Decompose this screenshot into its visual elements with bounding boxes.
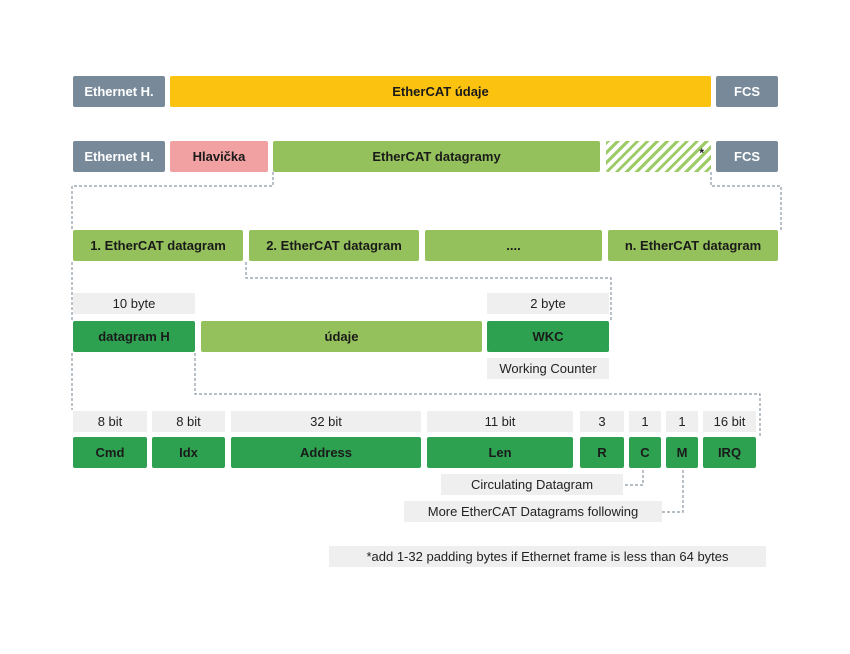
ethernet-header-block-2: Ethernet H. <box>73 141 165 172</box>
padding-block: * <box>606 141 711 172</box>
field-size-irq: 16 bit <box>703 411 756 432</box>
more-datagrams-caption: More EtherCAT Datagrams following <box>404 501 662 522</box>
datagram-2-block: 2. EtherCAT datagram <box>249 230 419 261</box>
size-label-wkc: 2 byte <box>487 293 609 314</box>
ethercat-data-block: EtherCAT údaje <box>170 76 711 107</box>
field-r: R <box>580 437 624 468</box>
field-size-address: 32 bit <box>231 411 421 432</box>
connector-datagrams-left <box>71 172 274 230</box>
wkc-caption: Working Counter <box>487 358 609 379</box>
field-c: C <box>629 437 661 468</box>
field-irq: IRQ <box>703 437 756 468</box>
datagram-1-block: 1. EtherCAT datagram <box>73 230 243 261</box>
field-size-r: 3 <box>580 411 624 432</box>
field-size-m: 1 <box>666 411 698 432</box>
ethernet-header-block: Ethernet H. <box>73 76 165 107</box>
datagram-data-block: údaje <box>201 321 482 352</box>
padding-footnote: *add 1-32 padding bytes if Ethernet fram… <box>329 546 766 567</box>
connector-c-bit <box>623 470 644 486</box>
connector-m-bit <box>662 470 684 513</box>
field-m: M <box>666 437 698 468</box>
ethercat-header-block: Hlavička <box>170 141 268 172</box>
circulating-caption: Circulating Datagram <box>441 474 623 495</box>
fcs-block: FCS <box>716 76 778 107</box>
field-size-len: 11 bit <box>427 411 573 432</box>
field-len: Len <box>427 437 573 468</box>
datagram-n-block: n. EtherCAT datagram <box>608 230 778 261</box>
fcs-block-2: FCS <box>716 141 778 172</box>
field-size-c: 1 <box>629 411 661 432</box>
datagram-ellipsis-block: .... <box>425 230 602 261</box>
field-address: Address <box>231 437 421 468</box>
field-idx: Idx <box>152 437 225 468</box>
field-size-idx: 8 bit <box>152 411 225 432</box>
datagram-header-block: datagram H <box>73 321 195 352</box>
wkc-block: WKC <box>487 321 609 352</box>
field-size-cmd: 8 bit <box>73 411 147 432</box>
size-label-header: 10 byte <box>73 293 195 314</box>
field-cmd: Cmd <box>73 437 147 468</box>
connector-datagrams-right <box>710 172 782 230</box>
ethercat-datagrams-block: EtherCAT datagramy <box>273 141 600 172</box>
